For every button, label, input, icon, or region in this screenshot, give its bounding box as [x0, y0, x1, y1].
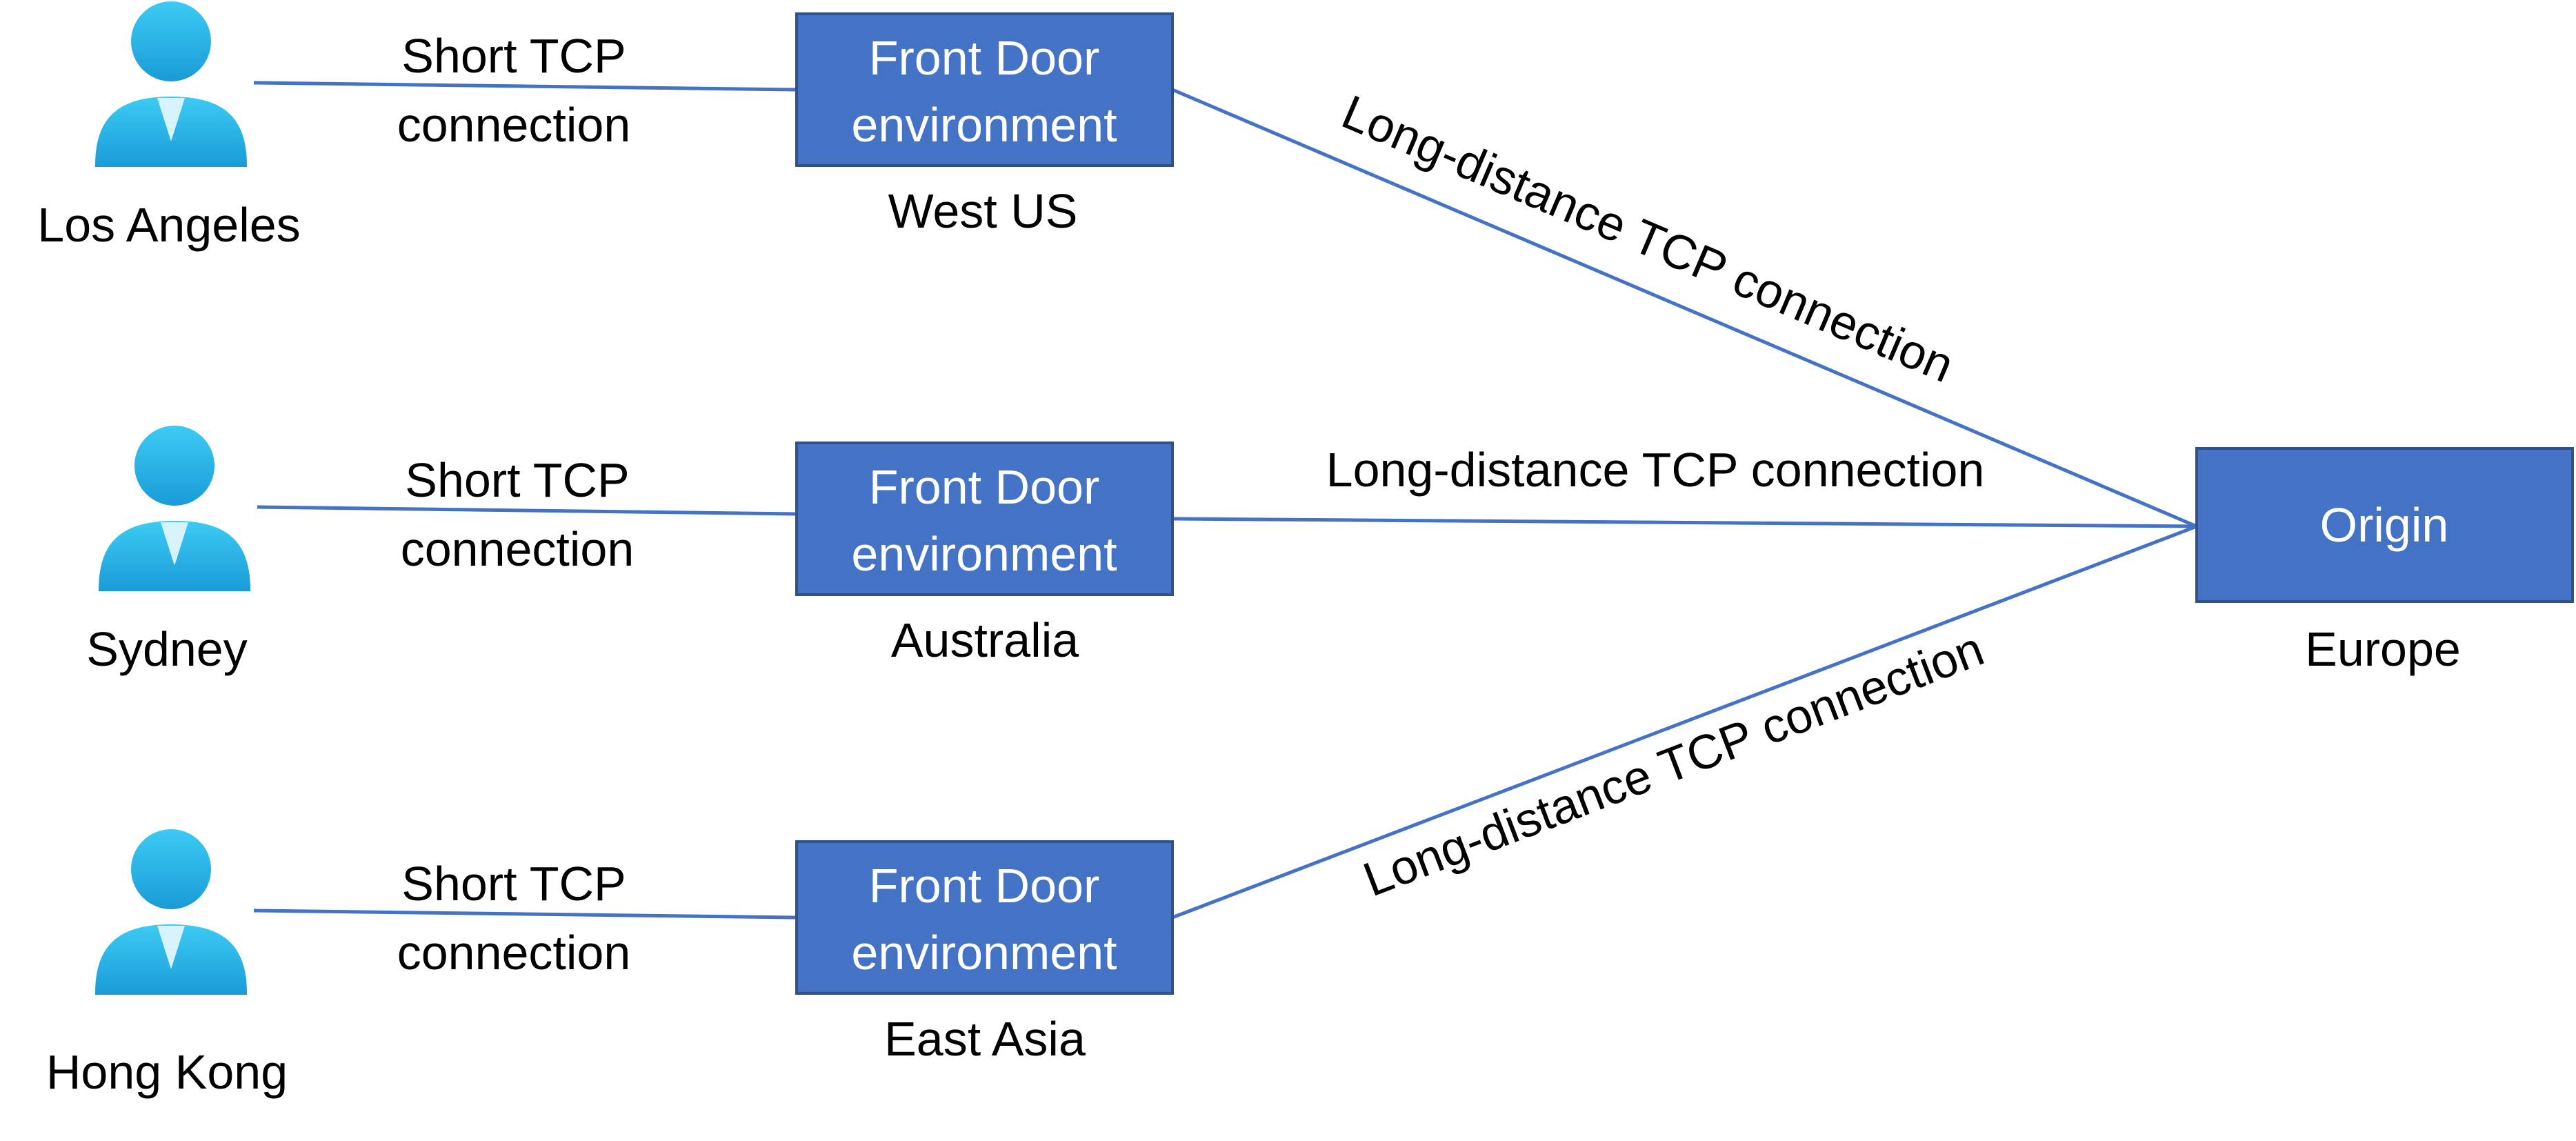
- user-city-label: Los Angeles: [37, 198, 300, 252]
- user-city-label: Hong Kong: [46, 1045, 288, 1099]
- user-icon: [99, 426, 250, 591]
- front-door-box-label: environment: [851, 98, 1117, 152]
- long-connection-label: Long-distance TCP connection: [1326, 443, 1985, 497]
- front-door-box-westus: [795, 12, 1174, 167]
- front-door-box-label: Front Door: [869, 859, 1100, 913]
- origin-region-label: Europe: [2305, 622, 2461, 676]
- front-door-box-label: environment: [851, 926, 1117, 980]
- long-connection-line-australia: [1172, 517, 2197, 528]
- short-connection-line-hongkong: [253, 909, 797, 920]
- long-connection-label: Long-distance TCP connection: [1335, 85, 1961, 393]
- long-connection-line-westus: [1172, 88, 2197, 528]
- short-connection-label: Short TCP: [405, 453, 630, 507]
- front-door-box-label: Front Door: [869, 460, 1100, 514]
- origin-box: [2195, 447, 2574, 603]
- user-city-label: Sydney: [86, 622, 247, 676]
- short-connection-label: connection: [401, 522, 635, 576]
- short-connection-line-la: [253, 81, 797, 92]
- user-icon: [95, 1, 247, 167]
- long-connection-line-eastasia: [1172, 524, 2197, 920]
- short-connection-label: connection: [397, 926, 631, 980]
- long-connection-label: Long-distance TCP connection: [1357, 622, 1991, 906]
- front-door-box-label: environment: [851, 527, 1117, 581]
- origin-box-label: Origin: [2320, 498, 2449, 552]
- front-door-region-label: Australia: [891, 613, 1079, 667]
- front-door-box-eastasia: [795, 840, 1174, 995]
- short-connection-line-sydney: [257, 505, 797, 516]
- short-connection-label: Short TCP: [401, 857, 626, 911]
- short-connection-label: Short TCP: [401, 29, 626, 83]
- front-door-region-label: West US: [888, 184, 1078, 238]
- user-icon: [95, 829, 247, 995]
- front-door-region-label: East Asia: [884, 1012, 1086, 1066]
- front-door-box-label: Front Door: [869, 31, 1100, 85]
- front-door-box-australia: [795, 441, 1174, 596]
- short-connection-label: connection: [397, 98, 631, 152]
